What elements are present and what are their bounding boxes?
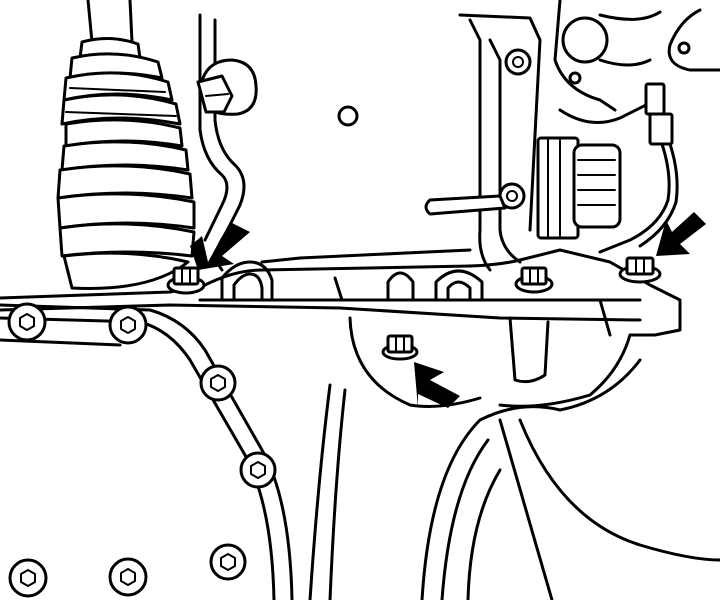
filler-plug (196, 58, 258, 116)
bolt-right-center (514, 266, 554, 294)
bolt-left (166, 266, 206, 295)
bolt-center (381, 334, 419, 361)
crossmember-frame (0, 303, 294, 600)
arrow-icon (414, 362, 460, 408)
housing-eyelets (424, 48, 532, 216)
support-bracket (308, 316, 720, 600)
frame-mount-holes (7, 302, 277, 598)
arrow-icon (656, 212, 706, 256)
wiring-connector (536, 136, 622, 240)
pan-ribs (220, 260, 484, 302)
bolt-right (618, 256, 662, 284)
arrow-icon (190, 222, 250, 270)
callout-arrows (190, 212, 706, 408)
pan-bolts (166, 256, 662, 361)
cv-joint-boot (56, 0, 196, 290)
sensor-lead (598, 82, 679, 254)
transmission-housing (553, 0, 720, 124)
